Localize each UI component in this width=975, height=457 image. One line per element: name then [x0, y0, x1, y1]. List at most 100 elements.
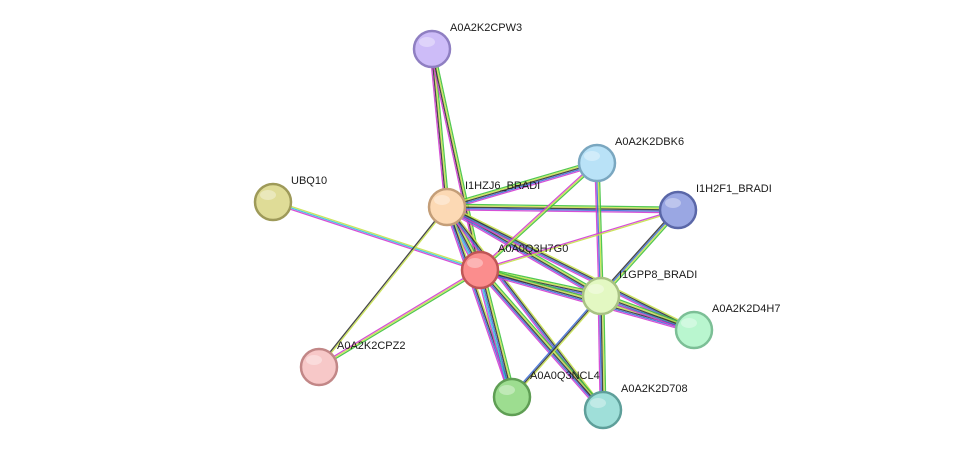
node-circle[interactable] [581, 276, 621, 316]
edge-I1HZJ6_BRADI-A0A2K2CPZ2[interactable] [317, 206, 449, 368]
edge-line-black [447, 206, 605, 410]
edge-line-yellow [512, 296, 603, 399]
edge-line-blue [599, 209, 678, 296]
edge-A0A0Q3H7G0-A0A0Q3NCL4[interactable] [475, 268, 517, 399]
edge-line-green [481, 267, 606, 409]
node-label: A0A2K2CPW3 [450, 22, 522, 34]
edge-line-magenta [429, 49, 446, 208]
edge-line-blue [510, 294, 601, 397]
node-circle[interactable] [253, 182, 293, 222]
edge-line-yellow [318, 269, 481, 368]
node-label: I1GPP8_BRADI [619, 269, 697, 281]
edge-line-cyan [477, 270, 511, 398]
edge-I1GPP8_BRADI-A0A0Q3NCL4[interactable] [510, 294, 603, 399]
edges-layer [272, 48, 696, 413]
edge-line-magenta [477, 271, 602, 413]
edge-A0A2K2DBK6-I1GPP8_BRADI[interactable] [594, 162, 604, 297]
edge-line-yellow [319, 207, 449, 368]
edge-line-yellow [479, 162, 598, 271]
edge-line-black [430, 49, 447, 208]
node-A0A2K2CPZ2[interactable]: A0A2K2CPZ2 [299, 340, 405, 387]
edge-line-blue [445, 207, 603, 411]
edge-line-blue [446, 207, 694, 332]
edge-line-green [482, 268, 517, 397]
node-circle[interactable] [412, 29, 452, 69]
edge-A0A0Q3H7G0-A0A2K2CPZ2[interactable] [317, 268, 482, 369]
edge-line-black [479, 269, 604, 411]
edge-line-blue [445, 207, 601, 298]
node-highlight [588, 284, 604, 294]
edge-line-green [446, 159, 597, 205]
edge-line-yellow [447, 204, 696, 329]
edge-line-magenta [444, 207, 511, 398]
node-label: A0A2K2D4H7 [712, 303, 781, 315]
edge-line-black [598, 208, 677, 296]
edge-A0A2K2DBK6-A0A0Q3H7G0[interactable] [478, 161, 599, 272]
edge-I1HZJ6_BRADI-I1H2F1_BRADI[interactable] [446, 203, 679, 214]
edge-I1H2F1_BRADI-I1GPP8_BRADI[interactable] [598, 208, 681, 298]
edge-line-magenta [446, 209, 678, 214]
node-label: A0A0Q3NCL4 [530, 370, 600, 382]
edge-line-magenta [445, 208, 600, 299]
edge-I1HZJ6_BRADI-A0A2K2DBK6[interactable] [446, 159, 598, 211]
edge-I1HZJ6_BRADI-A0A2K2D708[interactable] [444, 205, 606, 412]
edge-line-green [480, 163, 599, 272]
node-A0A0Q3NCL4[interactable]: A0A0Q3NCL4 [492, 370, 600, 417]
node-label: A0A2K2DBK6 [615, 136, 684, 148]
node-highlight [499, 385, 515, 395]
node-highlight [590, 398, 606, 408]
node-circle[interactable] [583, 390, 623, 430]
edge-I1H2F1_BRADI-A0A0Q3H7G0[interactable] [479, 208, 679, 272]
node-highlight [434, 195, 450, 205]
edge-line-yellow [481, 269, 515, 397]
edge-line-cyan [272, 201, 481, 271]
node-circle[interactable] [460, 250, 500, 290]
edge-line-blue [447, 163, 598, 209]
node-highlight [260, 190, 276, 200]
edge-line-magenta [444, 207, 602, 412]
edge-line-yellow [601, 210, 680, 297]
edge-line-yellow [273, 200, 481, 270]
node-circle[interactable] [299, 347, 339, 387]
node-circle[interactable] [658, 190, 698, 230]
edge-line-magenta [478, 161, 597, 270]
edge-A0A0Q3H7G0-A0A2K2D708[interactable] [477, 267, 606, 413]
node-I1HZJ6_BRADI[interactable]: I1HZJ6_BRADI [427, 180, 540, 227]
edge-line-yellow [446, 161, 597, 207]
node-A0A2K2D708[interactable]: A0A2K2D708 [583, 383, 688, 430]
edge-UBQ10-A0A0Q3H7G0[interactable] [272, 200, 481, 272]
node-I1H2F1_BRADI[interactable]: I1H2F1_BRADI [658, 183, 772, 230]
node-circle[interactable] [577, 143, 617, 183]
edge-line-green [319, 270, 482, 369]
node-I1GPP8_BRADI[interactable]: I1GPP8_BRADI [581, 269, 697, 316]
node-highlight [306, 355, 322, 365]
edge-line-yellow [447, 204, 679, 210]
edge-line-blue [478, 270, 512, 398]
node-highlight [681, 318, 697, 328]
node-A0A2K2DBK6[interactable]: A0A2K2DBK6 [577, 136, 684, 183]
edge-line-green [433, 48, 483, 270]
node-A0A2K2D4H7[interactable]: A0A2K2D4H7 [674, 303, 781, 350]
edge-line-yellow [597, 162, 603, 296]
node-A0A2K2CPW3[interactable]: A0A2K2CPW3 [412, 22, 522, 69]
node-highlight [467, 258, 483, 268]
edge-I1HZJ6_BRADI-A0A2K2D4H7[interactable] [445, 204, 696, 333]
node-circle[interactable] [427, 187, 467, 227]
edge-line-magenta [272, 202, 480, 272]
node-label: I1H2F1_BRADI [696, 183, 772, 195]
edge-line-black [317, 206, 447, 367]
node-circle[interactable] [492, 377, 532, 417]
node-label: A0A2K2D708 [621, 383, 688, 395]
edge-line-black [480, 269, 514, 397]
edge-line-black [447, 205, 695, 330]
node-UBQ10[interactable]: UBQ10 [253, 175, 327, 222]
edge-line-black [430, 49, 480, 271]
edge-line-magenta [475, 270, 510, 399]
node-A0A0Q3H7G0[interactable]: A0A0Q3H7G0 [460, 243, 568, 290]
edge-line-yellow [432, 48, 482, 270]
node-label: I1HZJ6_BRADI [465, 180, 540, 192]
edge-line-green [598, 162, 604, 296]
node-circle[interactable] [674, 310, 714, 350]
edge-line-magenta [479, 208, 678, 270]
